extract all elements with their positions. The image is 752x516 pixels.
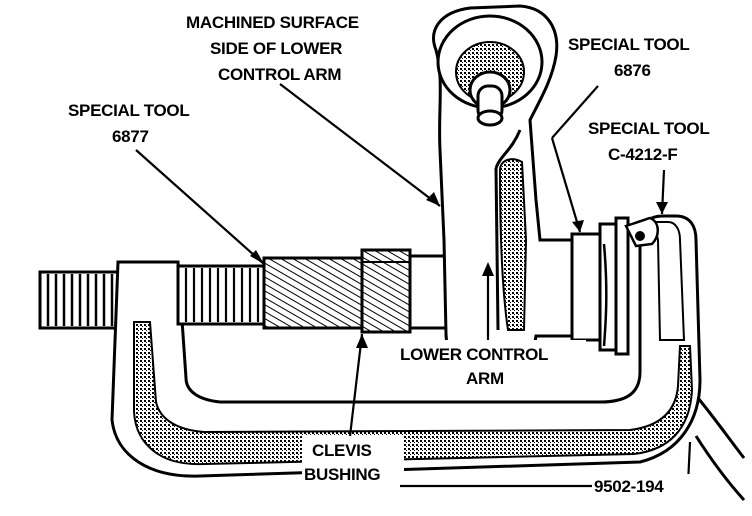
label-clevis-bushing-line2: BUSHING: [304, 465, 380, 484]
label-tool-c4212f-line2: C-4212-F: [608, 145, 677, 164]
label-figure-id-bg: [592, 474, 696, 496]
leader-lines: [135, 83, 692, 488]
leader-tool-6876-b: [550, 137, 582, 233]
special-tool-6876: [570, 216, 659, 356]
leader-tool-6877: [135, 149, 265, 265]
label-clevis-bushing-line1: CLEVIS: [312, 441, 372, 460]
ball-joint: [436, 14, 544, 127]
clamp-screw-shank: [176, 264, 266, 326]
label-tool-6876-line1: SPECIAL TOOL: [568, 35, 689, 54]
leader-tool-6876: [551, 85, 599, 139]
label-tool-6877-line1: SPECIAL TOOL: [68, 101, 189, 120]
leader-clevis-bushing: [348, 333, 364, 437]
label-tool-6876-line2: 6876: [614, 61, 651, 80]
label-machined-surface-line2: SIDE OF LOWER: [210, 39, 342, 58]
label-machined-surface-line1: MACHINED SURFACE: [186, 13, 359, 32]
c-clamp-frame: [110, 214, 702, 478]
label-clevis-bushing-bg: [302, 436, 404, 484]
frame-edge-lines: [694, 397, 746, 502]
figure-id: 9502-194: [594, 477, 664, 496]
threaded-screw: [38, 270, 132, 330]
label-tool-c4212f-line1: SPECIAL TOOL: [588, 119, 709, 138]
leader-arrowheads: [250, 192, 668, 348]
label-machined-surface-line3: CONTROL ARM: [218, 65, 341, 84]
label-tool-6877-line2: 6877: [112, 127, 149, 146]
leader-machined-surface: [279, 83, 441, 207]
label-lower-control-arm-bg: [396, 340, 586, 388]
bushing-sleeve: [408, 254, 448, 330]
label-lower-control-arm-line1: LOWER CONTROL: [400, 345, 548, 364]
special-tool-6877: [262, 256, 366, 330]
clevis-bushing: [360, 248, 412, 334]
label-lower-control-arm-line2: ARM: [466, 369, 504, 388]
